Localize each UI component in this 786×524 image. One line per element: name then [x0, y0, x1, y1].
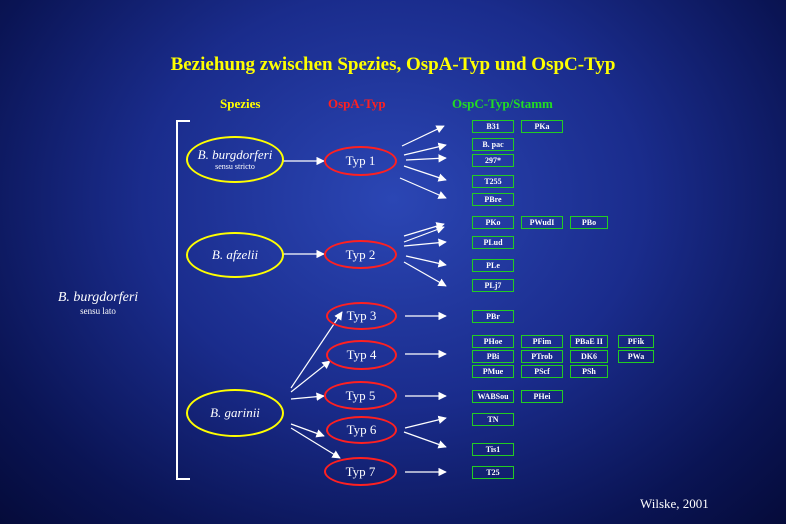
strain-box: PHoe: [472, 335, 514, 348]
sensu-lato-name: B. burgdorferi: [57, 290, 139, 305]
sensu-lato-sub: sensu lato: [80, 306, 116, 316]
strain-box: PHei: [521, 390, 563, 403]
arrow-typ2-plj7: [403, 261, 447, 287]
header-spezies: Spezies: [220, 96, 261, 111]
strain-box: PBo: [570, 216, 608, 229]
ospa-typ-6: Typ 6: [326, 416, 397, 444]
arrow-typ1-pbre: [399, 177, 447, 199]
strain-box: B. pac: [472, 138, 514, 151]
arrow-typ2-ple: [405, 255, 447, 268]
slide-title: Beziehung zwischen Spezies, OspA-Typ und…: [170, 54, 616, 75]
arrow-typ1-297: [405, 154, 447, 163]
ospa-typ-2: Typ 2: [324, 240, 397, 269]
species-b-afzelii: B. afzelii: [186, 232, 284, 278]
ospa-typ-1: Typ 1: [324, 146, 397, 176]
ospa-typ-5: Typ 5: [324, 381, 397, 410]
arrow-species3-typ6: [290, 423, 325, 438]
credit-text: Wilske, 2001: [640, 496, 709, 511]
species-name: B. burgdorferi: [197, 147, 273, 162]
strain-box: 297*: [472, 154, 514, 167]
strain-box: PScf: [521, 365, 563, 378]
strain-box: PWudI: [521, 216, 563, 229]
arrow-species3-typ4: [290, 360, 331, 393]
strain-box: PLud: [472, 236, 514, 249]
strain-box: T255: [472, 175, 514, 188]
strain-box: T25: [472, 466, 514, 479]
species-sub: sensu stricto: [215, 162, 255, 171]
arrow-typ1-t255: [403, 165, 447, 182]
species-name: B. afzelii: [211, 247, 259, 262]
strain-box: PFim: [521, 335, 563, 348]
ospa-typ-4: Typ 4: [326, 340, 397, 370]
strain-box: PLj7: [472, 279, 514, 292]
sensu-lato-label: B. burgdorferi sensu lato: [30, 290, 166, 316]
arrow-typ2-pkok: [403, 238, 447, 247]
arrow-typ1-bpac: [403, 142, 447, 156]
strain-box: PSh: [570, 365, 608, 378]
strain-box: PKo: [472, 216, 514, 229]
strain-box: PWa: [618, 350, 654, 363]
arrow-typ6-tn: [404, 415, 447, 429]
strain-box: PBaE II: [570, 335, 608, 348]
strain-box: PKa: [521, 120, 563, 133]
strain-box: Tis1: [472, 443, 514, 456]
header-ospa-typ: OspA-Typ: [328, 96, 386, 111]
strain-box: PMue: [472, 365, 514, 378]
arrow-species3-typ5: [290, 392, 325, 401]
ospa-typ-7: Typ 7: [324, 457, 397, 486]
strain-box: DK6: [570, 350, 608, 363]
strain-box: TN: [472, 413, 514, 426]
strain-box: WABSou: [472, 390, 514, 403]
strain-box: B31: [472, 120, 514, 133]
species-name: B. garinii: [210, 405, 260, 420]
arrow-species3-typ7: [290, 427, 341, 459]
strain-box: PFik: [618, 335, 654, 348]
header-ospc-typ: OspC-Typ/Stamm: [452, 96, 553, 111]
strain-box: PBi: [472, 350, 514, 363]
strain-box: PBr: [472, 310, 514, 323]
arrow-typ1-b31: [401, 125, 445, 147]
arrow-typ2-plud: [403, 225, 445, 243]
sensu-lato-bracket: [176, 120, 190, 480]
arrow-typ6-tis1: [403, 431, 447, 449]
strain-box: PTrob: [521, 350, 563, 363]
species-b-garinii: B. garinii: [186, 389, 284, 437]
species-b-burgdorferi-ss: B. burgdorferi sensu stricto: [186, 136, 284, 183]
ospa-typ-3: Typ 3: [326, 302, 397, 330]
strain-box: PLe: [472, 259, 514, 272]
strain-box: PBre: [472, 193, 514, 206]
